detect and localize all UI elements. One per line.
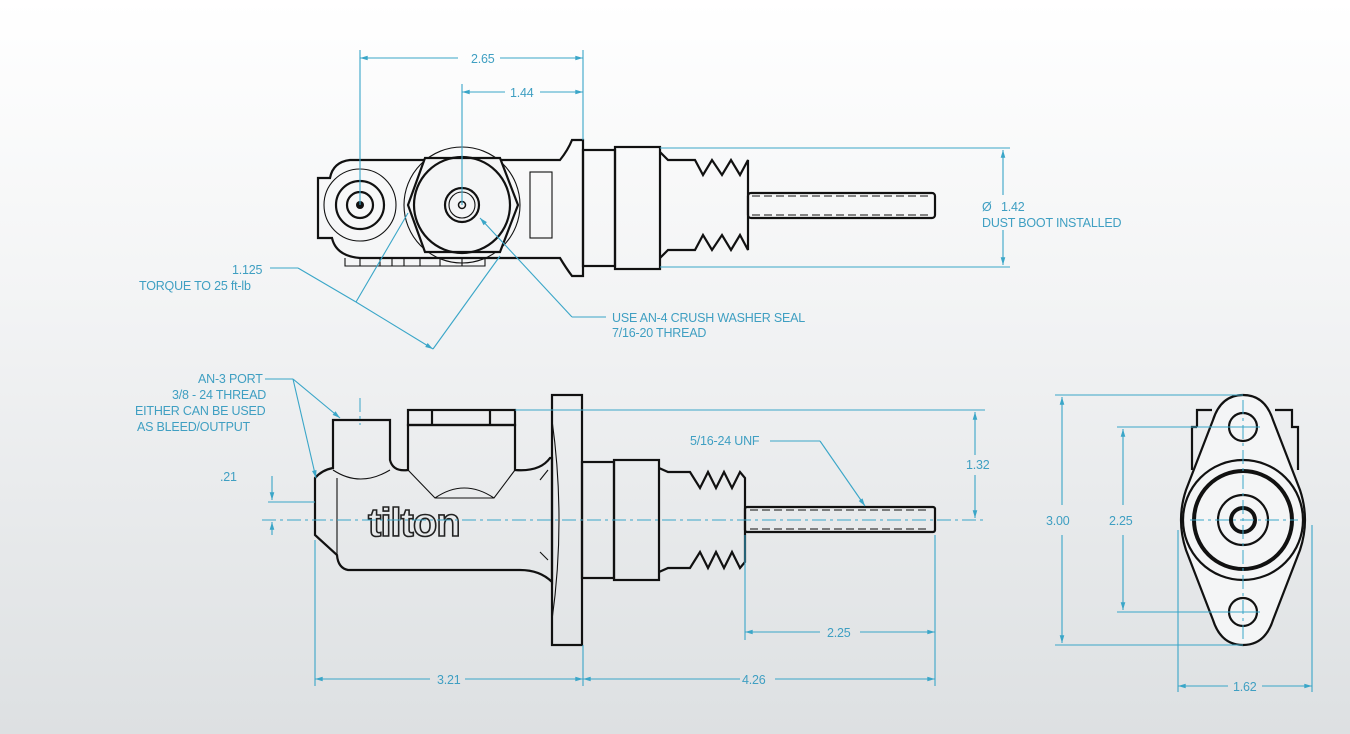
dim-4-26: 4.26	[742, 673, 766, 687]
top-view	[316, 138, 937, 278]
tilton-logo: tilton	[368, 501, 460, 545]
bleed-output-note: AS BLEED/OUTPUT	[137, 420, 251, 434]
end-view	[1179, 393, 1307, 647]
unf-thread-note: 5/16-24 UNF	[690, 434, 760, 448]
dim-1-62: 1.62	[1233, 680, 1257, 694]
end-view-dimensions: 3.00 2.25 1.62	[1046, 394, 1313, 694]
dust-boot-note: DUST BOOT INSTALLED	[982, 216, 1121, 230]
dim-1-44: 1.44	[510, 86, 534, 100]
dim-3-00: 3.00	[1046, 514, 1070, 528]
dim-0-21: .21	[220, 470, 237, 484]
thread-note-7-16: 7/16-20 THREAD	[612, 326, 706, 340]
either-note: EITHER CAN BE USED	[135, 404, 266, 418]
dim-1-32: 1.32	[966, 458, 990, 472]
dim-2-25-bolts: 2.25	[1109, 514, 1133, 528]
top-view-dimensions: 2.65 1.44 Ø 1.42 DUST BOOT INSTALLED 1.1…	[139, 50, 1122, 350]
dim-1-42: 1.42	[1001, 200, 1025, 214]
side-view: tilton	[262, 393, 985, 647]
dim-3-21: 3.21	[437, 673, 461, 687]
dim-2-25-rod: 2.25	[827, 626, 851, 640]
diameter-symbol: Ø	[982, 200, 992, 214]
an3-port-note: AN-3 PORT	[198, 372, 263, 386]
dim-1-125: 1.125	[232, 263, 263, 277]
torque-note: TORQUE TO 25 ft-lb	[139, 279, 251, 293]
crush-washer-note: USE AN-4 CRUSH WASHER SEAL	[612, 311, 805, 325]
side-view-dimensions: AN-3 PORT 3/8 - 24 THREAD EITHER CAN BE …	[135, 372, 990, 687]
dim-2-65: 2.65	[471, 52, 495, 66]
thread-3-8-note: 3/8 - 24 THREAD	[172, 388, 266, 402]
